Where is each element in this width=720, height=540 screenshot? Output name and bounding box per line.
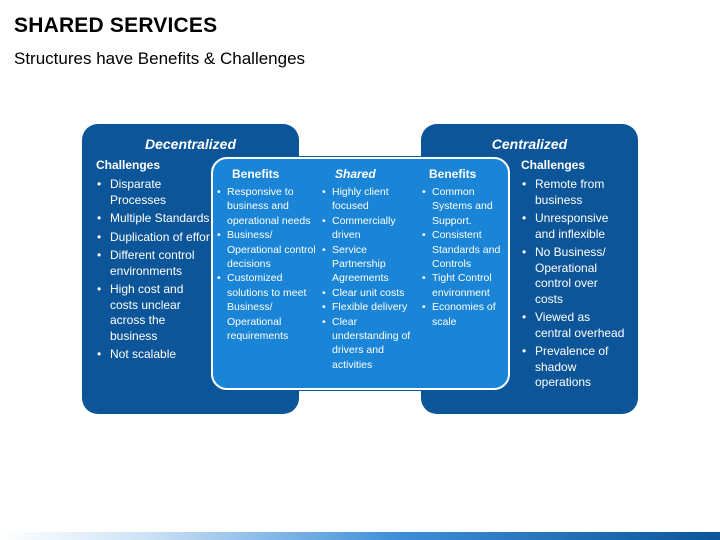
list-item: Prevalence of shadow operations — [521, 344, 629, 391]
list-item: Economies of scale — [422, 300, 506, 329]
shared-center-list: Highly client focused Commercially drive… — [322, 185, 417, 372]
centralized-challenges-label: Challenges — [521, 158, 586, 172]
shared-heading: Shared — [335, 167, 376, 181]
list-item: Multiple Standards — [96, 211, 214, 227]
list-item: Commercially driven — [322, 214, 417, 243]
shared-panel: Benefits Shared Benefits Responsive to b… — [211, 157, 510, 390]
list-item: Not scalable — [96, 347, 214, 363]
list-item: Different control environments — [96, 248, 214, 279]
list-item: Unresponsive and inflexible — [521, 211, 629, 242]
list-item: Duplication of effort — [96, 230, 214, 246]
list-item: Common Systems and Support. — [422, 185, 506, 228]
centralized-challenges-list: Remote from business Unresponsive and in… — [521, 177, 629, 394]
list-item: Clear understanding of drivers and activ… — [322, 315, 417, 373]
decentralized-challenges-label: Challenges — [96, 158, 161, 172]
list-item: No Business/ Operational control over co… — [521, 245, 629, 307]
decentralized-challenges-list: Disparate Processes Multiple Standards D… — [96, 177, 214, 366]
centralized-heading: Centralized — [491, 136, 568, 152]
list-item: Responsive to business and operational n… — [217, 185, 317, 228]
shared-left-benefits-list: Responsive to business and operational n… — [217, 185, 317, 343]
slide-title: SHARED SERVICES — [14, 14, 218, 37]
shared-right-benefits-list: Common Systems and Support. Consistent S… — [422, 185, 506, 329]
footer-gradient-bar — [0, 532, 720, 540]
list-item: Flexible delivery — [322, 300, 417, 315]
list-item: Tight Control environment — [422, 271, 506, 300]
list-item: Clear unit costs — [322, 286, 417, 301]
list-item: Customized solutions to meet Business/ O… — [217, 271, 317, 343]
list-item: Disparate Processes — [96, 177, 214, 208]
list-item: Service Partnership Agreements — [322, 243, 417, 286]
decentralized-heading: Decentralized — [144, 136, 237, 152]
list-item: Business/ Operational control decisions — [217, 228, 317, 271]
list-item: Remote from business — [521, 177, 629, 208]
shared-benefits-left-label: Benefits — [232, 167, 280, 181]
slide-subtitle: Structures have Benefits & Challenges — [14, 49, 306, 68]
list-item: High cost and costs unclear across the b… — [96, 282, 214, 344]
list-item: Viewed as central overhead — [521, 310, 629, 341]
list-item: Consistent Standards and Controls — [422, 228, 506, 271]
shared-benefits-right-label: Benefits — [429, 167, 477, 181]
list-item: Highly client focused — [322, 185, 417, 214]
